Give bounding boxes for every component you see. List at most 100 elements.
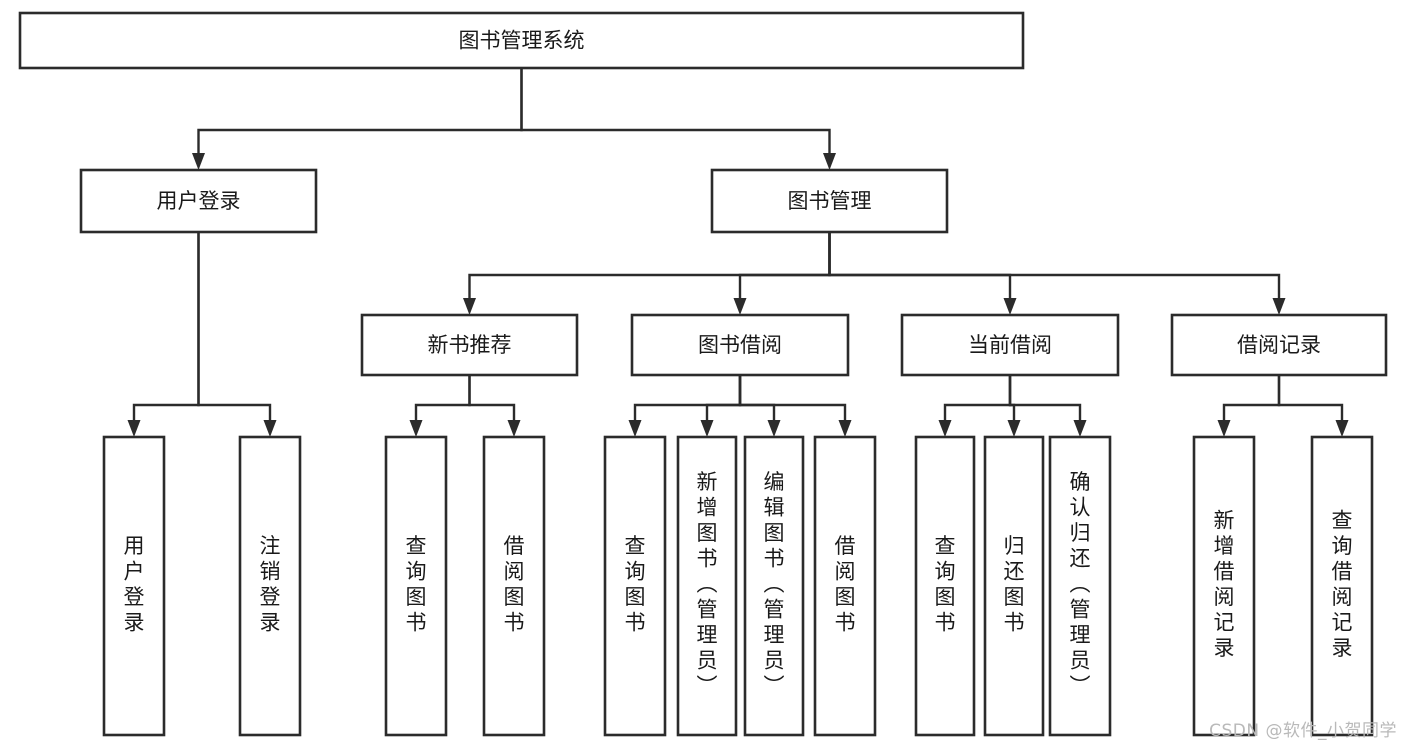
node-box — [603, 435, 667, 737]
arrow-head-icon — [733, 298, 747, 315]
connector-line — [828, 232, 1012, 298]
arrow-head-icon — [628, 420, 642, 437]
node-label: 新增图书︵管理员︶ — [697, 470, 718, 698]
connector-line — [197, 232, 272, 420]
node-logout-leaf[interactable]: 注销登录 — [238, 435, 302, 737]
node-box — [1310, 435, 1374, 737]
node-box — [384, 435, 448, 737]
connector-new-book-recommend-to-query-book-1 — [409, 375, 471, 437]
node-query-book-1[interactable]: 查询图书 — [384, 435, 448, 737]
node-label: 用户登录 — [124, 534, 145, 635]
arrow-head-icon — [507, 420, 521, 437]
connector-line — [738, 375, 847, 420]
connector-borrow-record-to-add-borrow-record — [1217, 375, 1281, 437]
node-box — [360, 313, 579, 377]
node-label: 确认归还︵管理员︶ — [1070, 470, 1091, 698]
node-box — [79, 168, 318, 234]
node-label: 新增借阅记录 — [1214, 508, 1235, 660]
connector-current-borrow-to-confirm-return-admin — [1008, 375, 1087, 437]
connector-line — [633, 375, 742, 420]
connector-user-login-to-logout-leaf — [197, 232, 277, 437]
node-box — [710, 168, 949, 234]
connector-book-manage-to-book-borrow — [733, 232, 831, 315]
node-user-login-leaf[interactable]: 用户登录 — [102, 435, 166, 737]
node-box — [676, 435, 738, 737]
node-box — [18, 11, 1025, 70]
node-label: 新书推荐 — [428, 333, 512, 357]
node-add-book-admin[interactable]: 新增图书︵管理员︶ — [676, 435, 738, 737]
node-label: 图书管理系统 — [459, 29, 585, 53]
arrow-head-icon — [263, 420, 277, 437]
arrow-head-icon — [1217, 420, 1231, 437]
node-label: 编辑图书︵管理员︶ — [764, 470, 785, 698]
node-query-book-2[interactable]: 查询图书 — [603, 435, 667, 737]
node-book-manage[interactable]: 图书管理 — [710, 168, 949, 234]
node-new-book-recommend[interactable]: 新书推荐 — [360, 313, 579, 377]
connector-line — [705, 375, 742, 420]
node-box — [983, 435, 1045, 737]
node-box — [102, 435, 166, 737]
node-borrow-book-2[interactable]: 借阅图书 — [813, 435, 877, 737]
connector-line — [943, 375, 1012, 420]
connector-borrow-record-to-query-borrow-record — [1277, 375, 1349, 437]
connector-layer — [127, 68, 1349, 437]
node-box — [743, 435, 805, 737]
connector-root-to-book-manage — [520, 68, 836, 170]
node-label: 借阅图书 — [504, 534, 525, 635]
connector-user-login-to-user-login-leaf — [127, 232, 200, 437]
connector-current-borrow-to-query-book-3 — [938, 375, 1012, 437]
connector-line — [520, 68, 831, 153]
node-label: 当前借阅 — [968, 333, 1052, 357]
arrow-head-icon — [1003, 298, 1017, 315]
node-box — [813, 435, 877, 737]
node-borrow-book-1[interactable]: 借阅图书 — [482, 435, 546, 737]
connector-book-borrow-to-add-book-admin — [700, 375, 742, 437]
connector-book-manage-to-new-book-recommend — [463, 232, 831, 315]
node-edit-book-admin[interactable]: 编辑图书︵管理员︶ — [743, 435, 805, 737]
node-label: 借阅记录 — [1237, 333, 1321, 357]
node-box — [1192, 435, 1256, 737]
node-label: 查询图书 — [935, 534, 956, 635]
connector-root-to-user-login — [192, 68, 523, 170]
node-label: 借阅图书 — [835, 534, 856, 635]
node-borrow-record[interactable]: 借阅记录 — [1170, 313, 1388, 377]
node-box — [482, 435, 546, 737]
node-layer: 图书管理系统用户登录用户登录注销登录图书管理新书推荐查询图书借阅图书图书借阅查询… — [18, 11, 1388, 737]
connector-line — [828, 232, 1281, 298]
arrow-head-icon — [700, 420, 714, 437]
arrow-head-icon — [1073, 420, 1087, 437]
arrow-head-icon — [767, 420, 781, 437]
node-box — [914, 435, 976, 737]
connector-book-manage-to-borrow-record — [828, 232, 1286, 315]
connector-line — [1008, 375, 1082, 420]
node-return-book[interactable]: 归还图书 — [983, 435, 1045, 737]
connector-line — [738, 375, 776, 420]
node-confirm-return-admin[interactable]: 确认归还︵管理员︶ — [1048, 435, 1112, 737]
node-query-book-3[interactable]: 查询图书 — [914, 435, 976, 737]
connector-line — [468, 375, 516, 420]
connector-line — [197, 68, 523, 153]
arrow-head-icon — [127, 420, 141, 437]
arrow-head-icon — [1007, 420, 1021, 437]
arrow-head-icon — [838, 420, 852, 437]
connector-line — [1277, 375, 1344, 420]
node-label: 归还图书 — [1004, 534, 1025, 635]
connector-line — [738, 232, 831, 298]
connector-line — [414, 375, 471, 420]
node-label: 图书借阅 — [698, 333, 782, 357]
connector-line — [468, 232, 831, 298]
node-label: 图书管理 — [788, 189, 872, 213]
node-box — [1048, 435, 1112, 737]
arrow-head-icon — [1272, 298, 1286, 315]
node-current-borrow[interactable]: 当前借阅 — [900, 313, 1120, 377]
node-add-borrow-record[interactable]: 新增借阅记录 — [1192, 435, 1256, 737]
node-query-borrow-record[interactable]: 查询借阅记录 — [1310, 435, 1374, 737]
node-book-borrow[interactable]: 图书借阅 — [630, 313, 850, 377]
node-user-login[interactable]: 用户登录 — [79, 168, 318, 234]
node-box — [1170, 313, 1388, 377]
node-label: 查询图书 — [406, 534, 427, 635]
node-root[interactable]: 图书管理系统 — [18, 11, 1025, 70]
connector-new-book-recommend-to-borrow-book-1 — [468, 375, 521, 437]
arrow-head-icon — [192, 153, 205, 170]
